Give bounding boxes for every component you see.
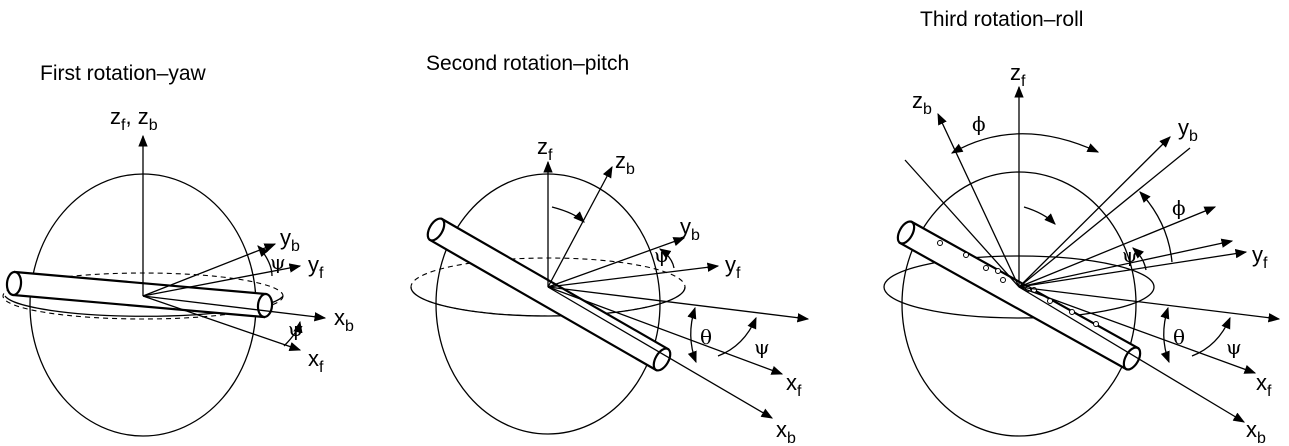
roll-ray-4 [904, 159, 1020, 288]
xb-axis [547, 286, 774, 419]
xb-label: xb [1246, 417, 1266, 446]
xf-label: xf [308, 346, 324, 376]
yf-label: yf [725, 252, 741, 282]
yb-label: yb [680, 214, 700, 244]
phi-label-top: ϕ [972, 112, 986, 136]
horizontal-plane-front [410, 286, 686, 317]
z-axis-label: zf, zb [110, 104, 158, 134]
body-rod [896, 220, 1142, 371]
phi-label-right: ϕ [1172, 196, 1186, 220]
zf-label: zf [537, 134, 553, 164]
yf-axis [1018, 248, 1248, 288]
pitch-arc-top [551, 206, 585, 223]
yb-label: yb [280, 225, 300, 255]
psi-label-lower: ψ [288, 317, 304, 341]
xf-axis [547, 286, 784, 375]
roll-ray-2 [1018, 206, 1217, 288]
theta-label: θ [700, 325, 712, 349]
horizontal-x-axis [547, 286, 810, 323]
xb-label: xb [776, 417, 796, 446]
zf-label: zf [1010, 60, 1026, 90]
yf-label: yf [308, 252, 324, 282]
psi-label-lower: ψ [1226, 335, 1242, 359]
yf-axis [142, 263, 302, 297]
psi-arc-upper [257, 245, 273, 277]
psi-label-upper: ψ [1122, 243, 1138, 267]
xf-label: xf [786, 370, 802, 400]
theta-arc [1160, 306, 1170, 364]
yb-axis [1018, 136, 1171, 288]
yf-axis [547, 262, 720, 288]
psi-arc-upper [1132, 247, 1147, 271]
roll-ray-3 [1018, 238, 1234, 288]
panel-title-roll: Third rotation–roll [920, 8, 1084, 31]
pitch-arc-top [1023, 206, 1056, 225]
horizontal-x-axis [1018, 286, 1281, 323]
yf-label: yf [1252, 242, 1268, 272]
psi-arc-lower [283, 320, 303, 347]
xf-label: xf [1256, 370, 1272, 400]
xf-axis [142, 295, 302, 352]
zb-axis [547, 165, 613, 288]
panel-pitch: zf zb yb yf xf xb ψ θ ψ [410, 134, 810, 446]
psi-arc-lower [717, 316, 757, 357]
yb-axis [142, 243, 277, 297]
xb-label: xb [334, 305, 354, 335]
phi-arc-right [1139, 191, 1173, 263]
panel-roll: zf zb yb yf xf xb ϕ ϕ ψ θ ψ [883, 60, 1281, 446]
panel-yaw: zf, zb yb yf xb xf ψ ψ [2, 104, 354, 437]
psi-label-upper: ψ [654, 243, 670, 267]
psi-arc-lower [1191, 316, 1231, 357]
panel-title-yaw: First rotation–yaw [40, 62, 206, 85]
psi-label-upper: ψ [270, 250, 286, 274]
zb-axis [937, 112, 1020, 288]
yb-axis [547, 237, 686, 288]
psi-label-lower: ψ [754, 335, 770, 359]
phi-arc-top [950, 133, 1100, 154]
panel-title-pitch: Second rotation–pitch [426, 52, 630, 75]
theta-arc [687, 306, 697, 364]
body-rod [426, 217, 672, 372]
xb-axis [1018, 286, 1246, 423]
theta-label: θ [1173, 325, 1185, 349]
zb-label: zb [912, 88, 932, 118]
yb-label: yb [1178, 115, 1198, 145]
xb-axis [142, 295, 327, 322]
xf-axis [1018, 286, 1257, 374]
body-rod [5, 270, 274, 319]
roll-ray-1 [1018, 147, 1191, 288]
zb-label: zb [615, 148, 635, 178]
psi-arc-upper [659, 248, 675, 269]
